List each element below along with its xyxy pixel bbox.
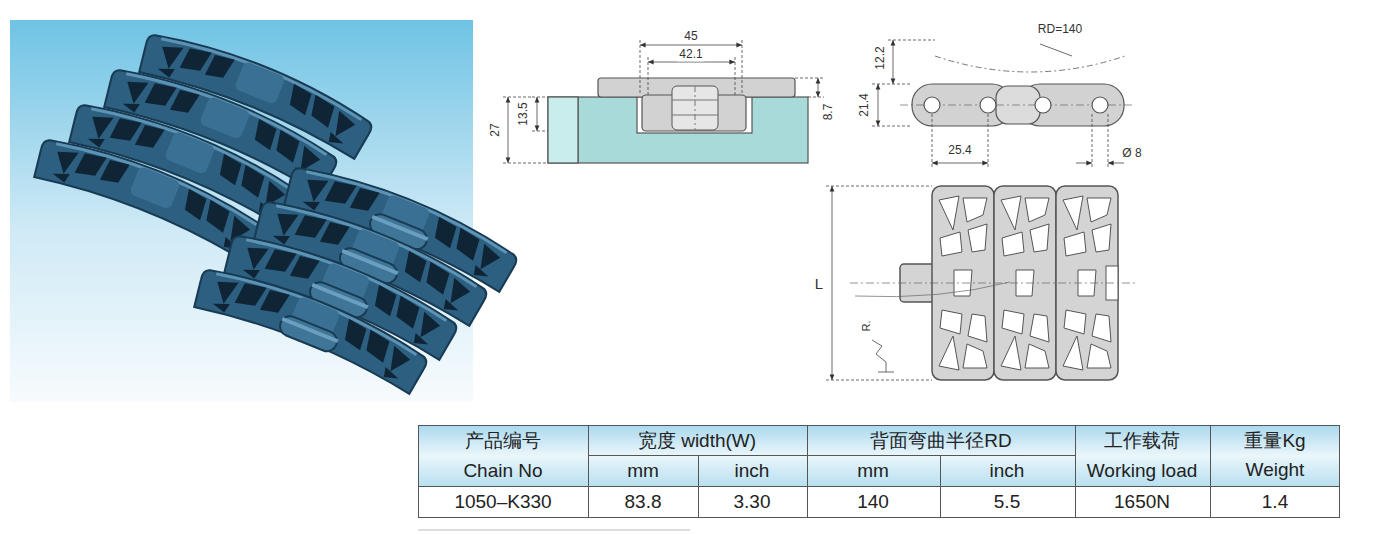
table-header: 宽度 width(W) <box>638 431 756 452</box>
spec-table <box>418 486 1340 518</box>
dimension-label: 12.2 <box>874 44 887 71</box>
product-photo <box>10 20 523 402</box>
dimension-lines <box>878 372 894 373</box>
spec-table <box>418 425 1340 486</box>
top-view <box>855 282 1010 297</box>
spec-table <box>418 425 1340 518</box>
table-cell: 5.5 <box>994 492 1020 513</box>
table-header: 工作载荷 <box>1104 431 1180 452</box>
dimension-label: L <box>813 276 825 293</box>
dimension-lines <box>826 186 932 380</box>
dimension-label: RD=140 <box>1036 23 1084 36</box>
dimension-lines <box>826 380 932 381</box>
dimension-lines <box>893 40 894 84</box>
side-view <box>935 56 1125 72</box>
table-header: Chain No <box>463 461 542 482</box>
dimension-lines <box>988 114 989 168</box>
dimension-label: Ø 8 <box>1120 147 1143 160</box>
dimension-lines <box>1040 44 1072 56</box>
dimension-lines <box>888 40 935 41</box>
spec-table <box>1075 425 1076 518</box>
dimension-lines <box>1108 114 1109 168</box>
side-view <box>1092 97 1108 113</box>
dimension-lines <box>818 78 819 97</box>
dimension-lines <box>1092 114 1093 168</box>
table-cell: 3.30 <box>734 492 771 513</box>
dimension-label: 25.4 <box>946 144 973 157</box>
dimension-label: 8.7 <box>822 102 835 123</box>
dimension-lines <box>872 340 886 372</box>
dimension-lines <box>503 40 824 163</box>
spec-table <box>588 425 589 518</box>
side-view <box>900 56 1135 126</box>
dimension-lines <box>872 40 1124 168</box>
table-header: 产品编号 <box>465 431 541 452</box>
dimension-lines <box>532 131 548 132</box>
dimension-lines <box>826 186 932 187</box>
table-header: 重量Kg <box>1244 431 1305 452</box>
top-view <box>850 186 1138 380</box>
spec-table <box>1210 425 1211 518</box>
dimension-label: 42.1 <box>677 48 704 61</box>
dimension-label: 27 <box>489 121 502 138</box>
spec-table <box>418 486 1340 487</box>
dimension-lines <box>795 78 824 79</box>
dimension-lines <box>878 84 879 126</box>
dimension-label: 21.4 <box>858 91 871 118</box>
table-header: inch <box>735 461 770 482</box>
cross-section-view <box>695 86 696 130</box>
table-header: Working load <box>1087 461 1198 482</box>
spec-table <box>807 425 808 518</box>
dimension-lines <box>537 97 538 131</box>
dimension-label: 13.5 <box>517 100 530 127</box>
side-view <box>1035 97 1051 113</box>
table-header: inch <box>990 461 1025 482</box>
dimension-lines <box>640 45 742 46</box>
dimension-lines <box>508 97 509 163</box>
spec-table <box>588 455 1075 456</box>
dimension-lines <box>640 40 641 95</box>
dimension-label: 45 <box>682 30 699 43</box>
dimension-lines <box>503 97 532 98</box>
dimension-lines <box>503 163 548 164</box>
dimension-lines <box>532 97 548 98</box>
rule-line <box>418 530 690 531</box>
table-cell: 1.4 <box>1262 492 1288 513</box>
table-cell: 1050–K330 <box>454 492 551 513</box>
dimension-lines <box>832 186 833 380</box>
product-photo <box>190 257 433 395</box>
table-cell: 83.8 <box>625 492 662 513</box>
dimension-lines <box>932 114 933 168</box>
table-cell: 1650N <box>1114 492 1170 513</box>
side-view <box>924 97 940 113</box>
table-header: Weight <box>1246 460 1305 481</box>
cross-section-view <box>672 86 718 130</box>
top-view <box>850 283 1138 284</box>
spec-table <box>419 426 1340 518</box>
table-cell: 140 <box>857 492 889 513</box>
dimension-lines <box>808 97 824 98</box>
table-header: mm <box>627 461 659 482</box>
table-header: 背面弯曲半径RD <box>870 431 1011 452</box>
dimension-lines <box>735 57 736 95</box>
dimension-lines <box>648 57 649 95</box>
dimension-lines <box>742 40 743 95</box>
cross-section-view <box>548 78 808 163</box>
dimension-lines <box>648 62 735 63</box>
cross-section-view <box>548 97 578 163</box>
side-view <box>980 97 996 113</box>
dimension-label: R. <box>860 319 872 334</box>
dimension-lines <box>1108 163 1124 164</box>
dimension-lines <box>932 163 988 164</box>
dimension-lines <box>1076 163 1092 164</box>
table-header: mm <box>857 461 889 482</box>
